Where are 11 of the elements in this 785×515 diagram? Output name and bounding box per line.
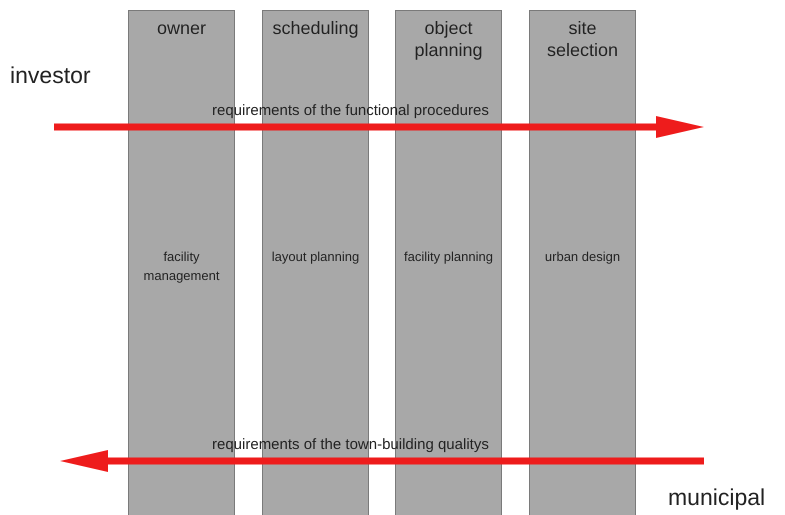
- side-label: municipal: [668, 484, 766, 511]
- column-text: layout planning: [270, 248, 360, 266]
- side-label: investor: [10, 62, 91, 89]
- column-heading: owner: [156, 17, 208, 39]
- column-text: facility planning: [403, 248, 494, 266]
- column-heading: object planning: [413, 17, 484, 61]
- column-text: facility management: [142, 248, 220, 285]
- column-heading: site selection: [546, 17, 620, 61]
- column-heading: scheduling: [271, 17, 360, 39]
- column-band: [529, 10, 636, 515]
- column-text: urban design: [544, 248, 622, 266]
